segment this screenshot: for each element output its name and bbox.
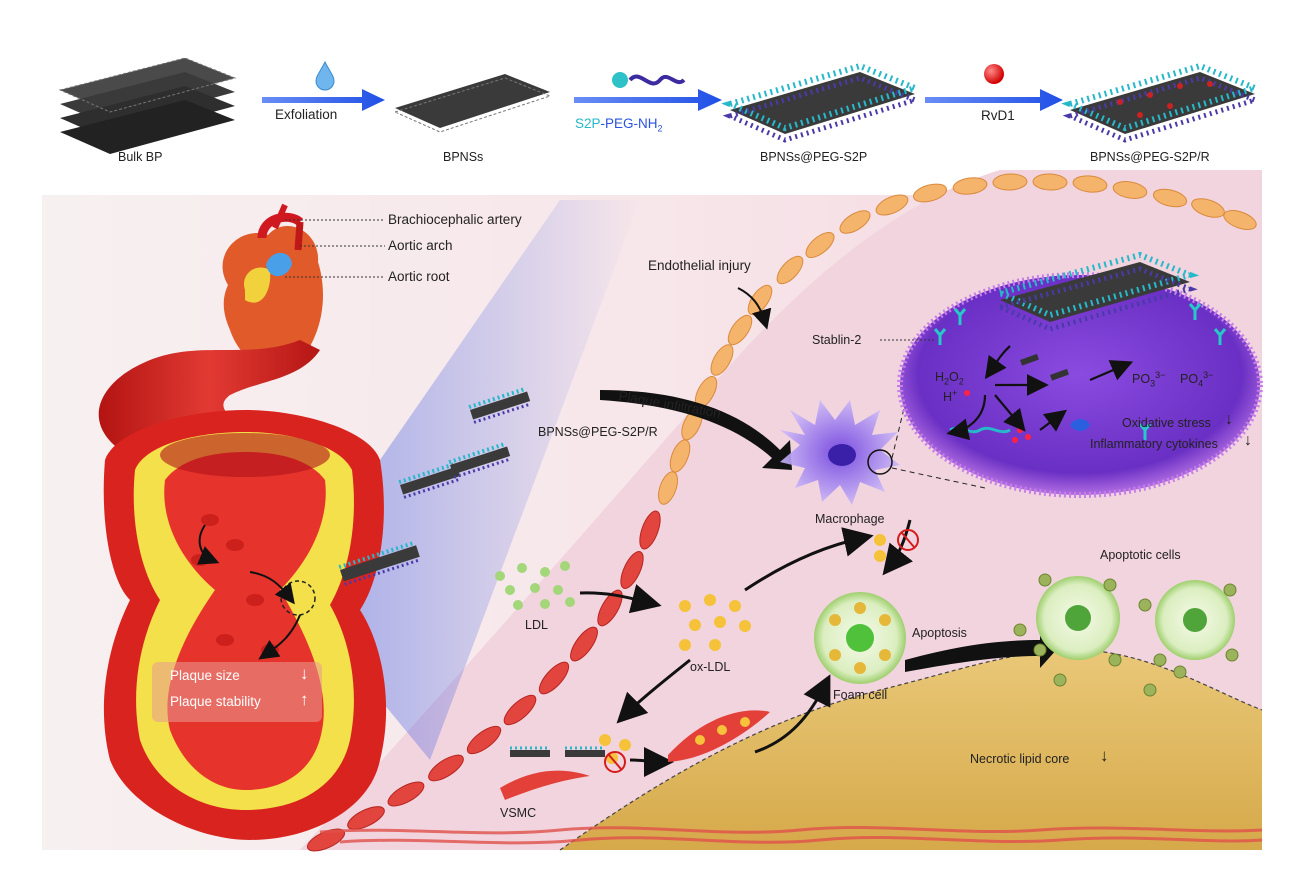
infiltration-arrow [600,390,792,470]
label-macrophage: Macrophage [815,512,885,526]
macrophage-zoom-circle [867,449,893,475]
nanosheet-particles [338,386,605,757]
label-ldl: LDL [525,618,548,632]
result-plaque-stability-arrow: ↑ [300,690,309,709]
label-aortic-arch: Aortic arch [388,238,453,253]
foam-cell [814,592,906,684]
necrotic-core-arrow: ↓ [1100,746,1109,765]
endothelial-arrow [737,287,772,330]
result-plaque-size: Plaque size [170,668,240,683]
vessel-arrow-2 [249,571,295,605]
label-brachiocephalic: Brachiocephalic artery [388,212,522,227]
zoom-fan [290,200,640,760]
apoptosis-arrow [905,630,1058,672]
inhibition-symbols [604,529,919,773]
macrophage-inset [897,251,1263,498]
label-endothelial-injury: Endothelial injury [648,258,751,273]
hplus-sup: + [952,388,958,398]
product-bpnss-peg-s2p-r: BPNSs@PEG-S2P/R [1090,150,1210,164]
po3-sup: 3− [1155,370,1166,380]
label-hplus: H+ [943,388,957,404]
result-plaque-size-arrow: ↓ [300,664,309,683]
muscle-fibers [319,825,1263,845]
label-necrotic-core: Necrotic lipid core [970,752,1070,766]
po4-sup: 3− [1203,370,1214,380]
oxidative-arrow: ↓ [1225,411,1233,428]
h2o2-h: H [935,370,945,384]
bpnss-peg-sheet [721,62,925,143]
result-plaque-stability: Plaque stability [170,694,261,709]
heart-leader-lines [285,219,385,278]
product-bpnss-peg-s2p: BPNSs@PEG-S2P [760,150,868,164]
results-box [152,662,322,722]
s2p-text: S2P [575,116,601,131]
h2o2-sub2: 2 [958,376,964,387]
h2o2-o: O [949,370,959,384]
label-oxidative-stress: Oxidative stress [1122,416,1211,430]
po4-sub: 4 [1198,378,1204,389]
zoom-circle [280,580,316,616]
inset-arrows [946,345,1134,441]
foam-precursor-lipids [695,717,750,745]
vessel-arrow-3 [258,614,301,660]
droplet-icon [315,60,335,91]
label-h2o2: H2O2 [935,370,964,387]
exfoliation-label: Exfoliation [275,107,338,122]
label-particles: BPNSs@PEG-S2P/R [538,425,658,439]
po3-sub: 3 [1150,378,1156,389]
label-aortic-root: Aortic root [388,269,450,284]
synthesis-arrows [262,89,1063,111]
label-inflammatory: Inflammatory cytokines [1090,437,1218,451]
label-po3: PO33− [1132,370,1165,389]
po3-text: PO [1132,372,1151,387]
zoom-line-2 [891,467,986,489]
heart-illustration [222,203,323,372]
ldl-particles [495,561,575,610]
vessel-arrow-1 [197,524,220,565]
h2o2-sub1: 2 [944,376,950,387]
aorta-tube [98,340,320,450]
bpnss-peg-r-sheet [1061,62,1265,143]
label-stablin-2: Stablin-2 [812,333,862,347]
vsmc-cell [500,770,590,800]
label-po4: PO43− [1180,370,1213,389]
vessel-cross-section [103,410,387,840]
bpnss-sheet [393,74,552,133]
necrotic-core [560,649,1262,850]
s2p-peg-label: S2P-PEG-NH2 [575,116,663,134]
label-vsmc: VSMC [500,806,537,820]
peg-nh-sub: 2 [657,123,663,134]
rvd1-sphere-icon [984,64,1004,84]
label-apoptosis: Apoptosis [912,626,967,640]
necrotic-core-border [559,649,1263,851]
label-ox-ldl: ox-LDL [690,660,731,674]
bulk-bp-stack [58,57,237,154]
macrophage-cell [780,400,900,505]
product-bulk-bp: Bulk BP [118,150,163,164]
product-bpnss: BPNSs [443,150,484,164]
peg-nh-text: -PEG-NH [600,116,658,131]
inflammatory-arrow: ↓ [1244,432,1252,449]
po4-text: PO [1180,372,1199,387]
endothelial-wall [657,173,1257,505]
peg-molecule-icon [612,72,686,88]
apoptotic-cells [1013,573,1239,697]
hplus-h: H [943,390,953,405]
label-foam-cell: Foam cell [833,688,888,702]
rvd1-label: RvD1 [981,108,1015,123]
label-apoptotic-cells: Apoptotic cells [1100,548,1181,562]
